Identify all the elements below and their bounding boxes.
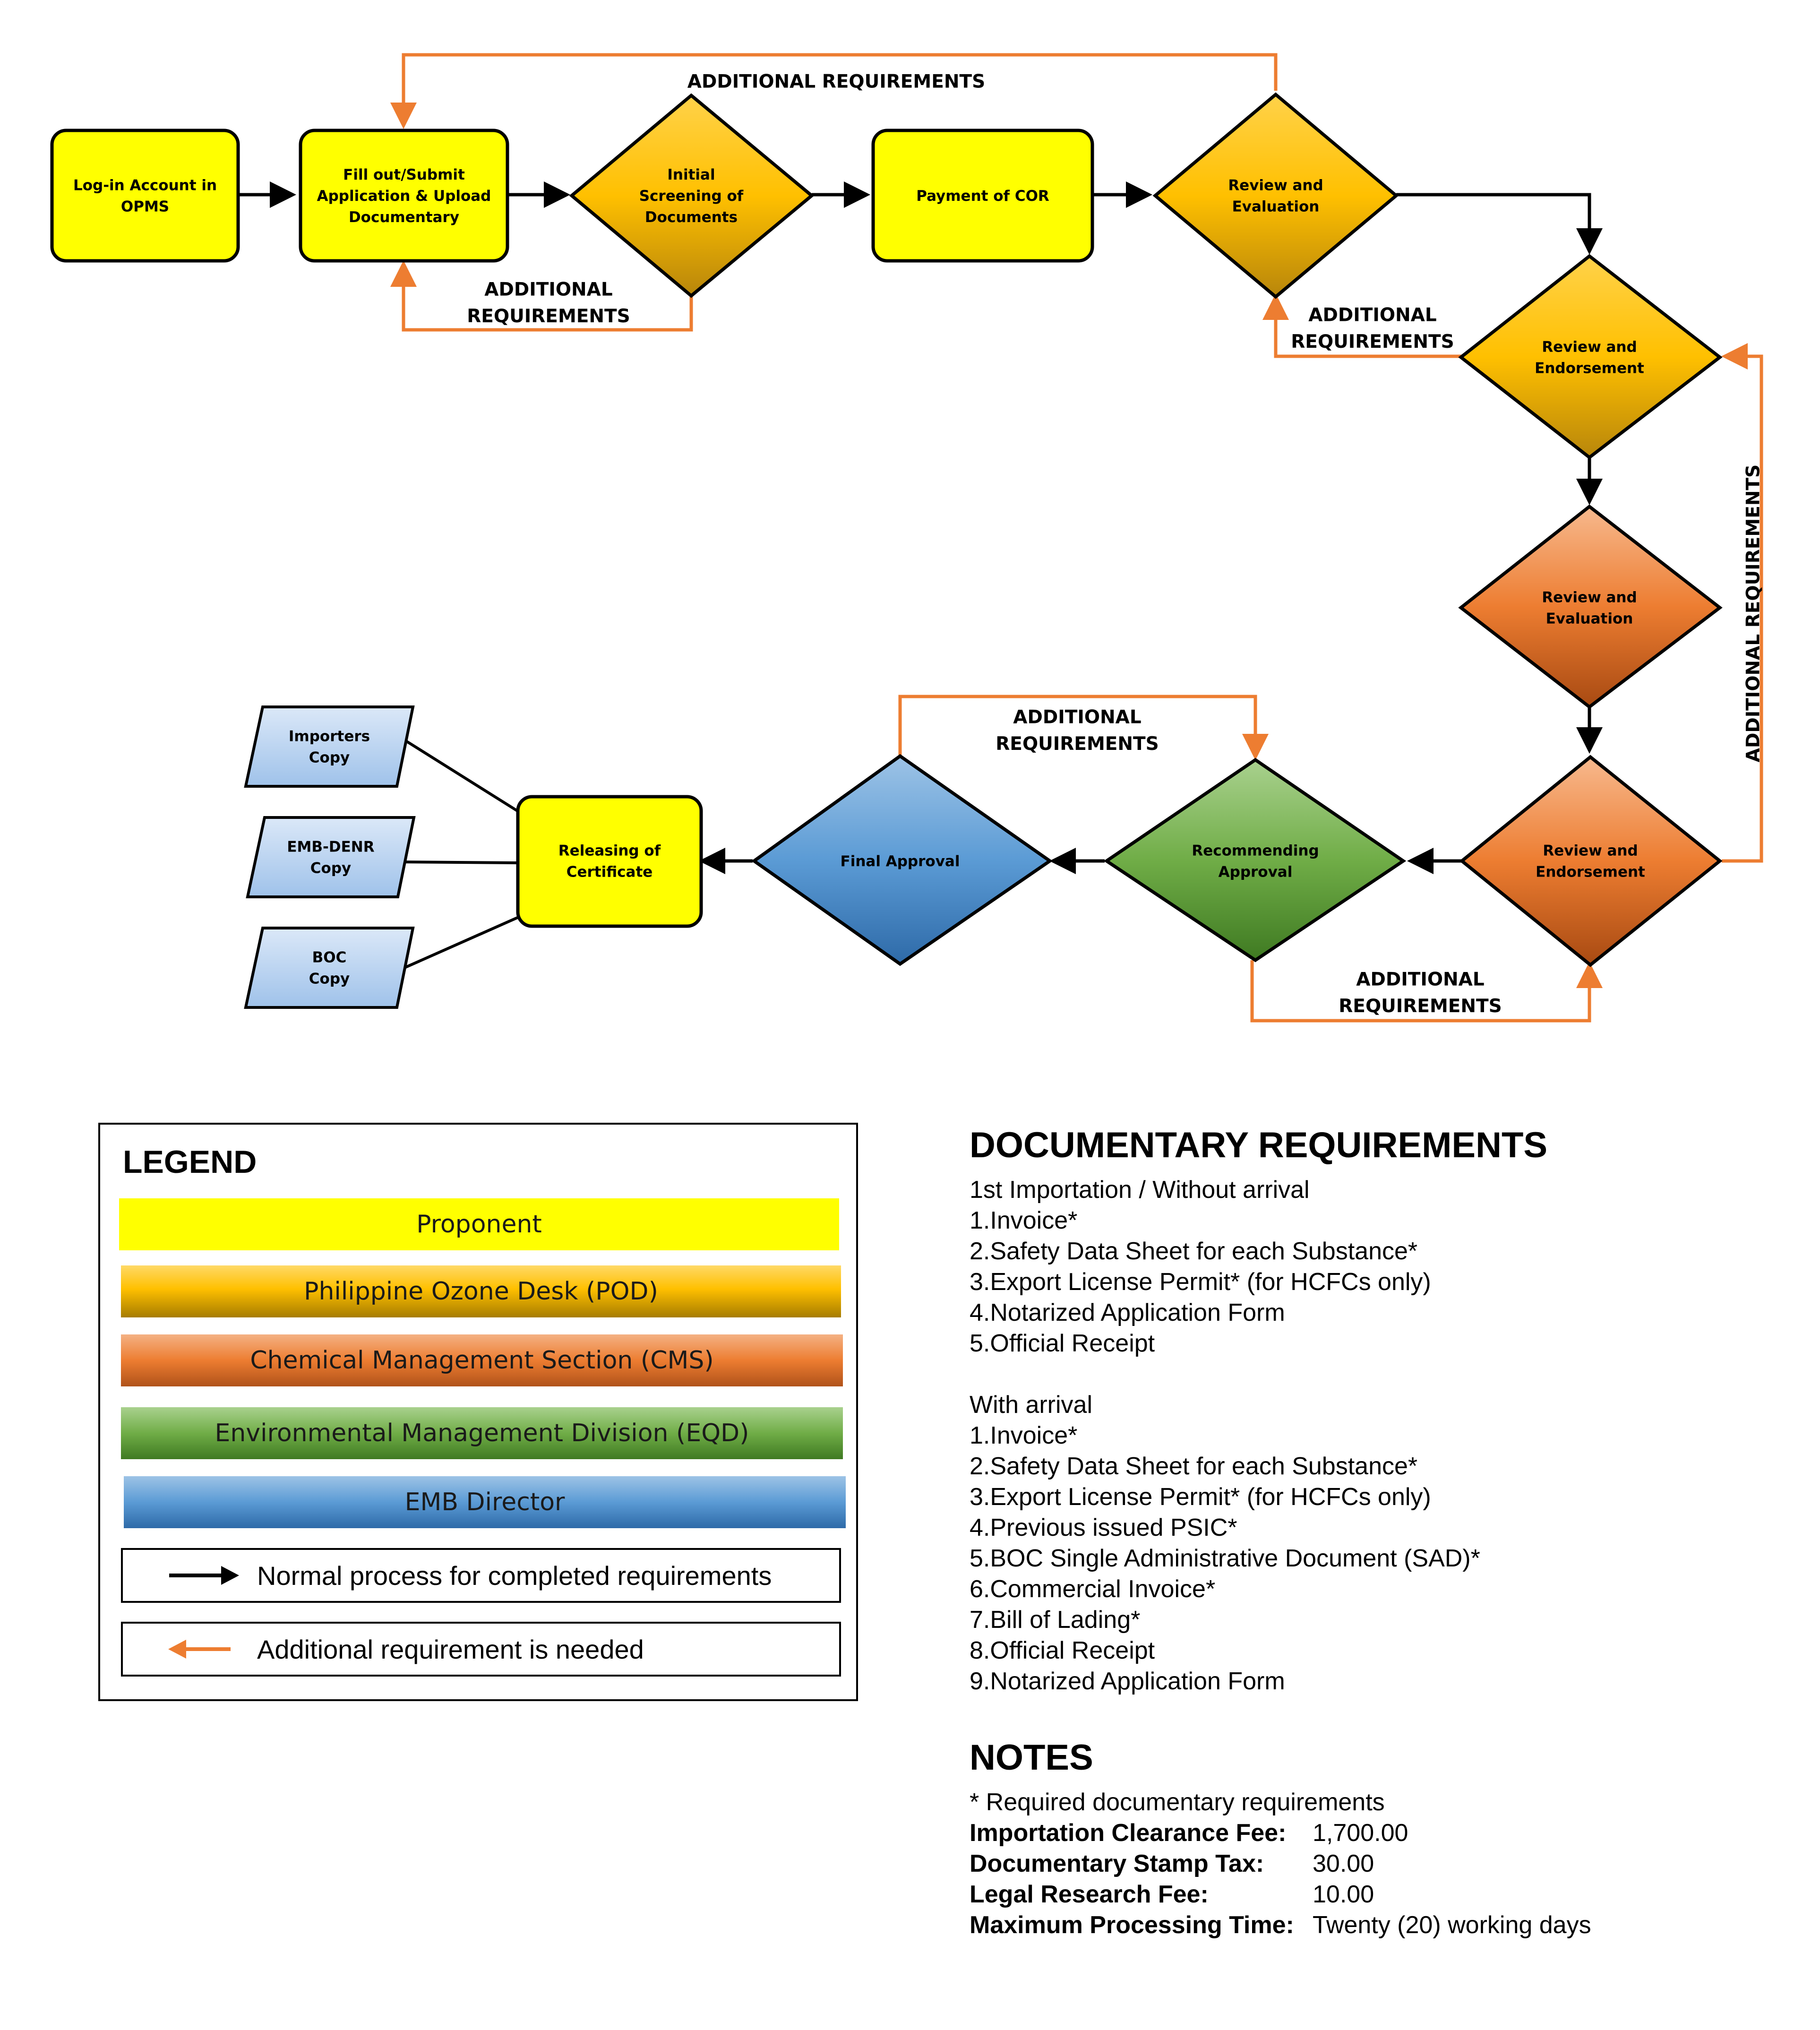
fee-value: Twenty (20) working days xyxy=(1313,1911,1591,1939)
legend-cms: Chemical Management Section (CMS) xyxy=(121,1334,843,1386)
fee-row: Importation Clearance Fee: 1,700.00 xyxy=(970,1818,1801,1849)
orange-arrow-icon xyxy=(168,1640,231,1659)
legend-normal-process: Normal process for completed requirement… xyxy=(121,1548,841,1603)
fee-label: Legal Research Fee: xyxy=(970,1881,1209,1908)
list-item: 3.Export License Permit* (for HCFCs only… xyxy=(970,1268,1431,1296)
node-final-approval: Final Approval xyxy=(751,754,1053,966)
legend-eqd: Environmental Management Division (EQD) xyxy=(121,1407,843,1459)
list-item: 4.Previous issued PSIC* xyxy=(970,1514,1237,1541)
fee-value: 10.00 xyxy=(1313,1881,1374,1908)
additional-requirements-label-top: ADDITIONAL REQUIREMENTS xyxy=(687,71,985,93)
notes-title: NOTES xyxy=(970,1738,1093,1778)
black-arrow-icon xyxy=(169,1566,239,1585)
legend-eqd-label: Environmental Management Division (EQD) xyxy=(215,1419,749,1447)
fee-value: 30.00 xyxy=(1313,1850,1374,1877)
legend-additional-needed: Additional requirement is needed xyxy=(121,1622,841,1677)
normal-flow-arrows xyxy=(239,181,1603,874)
legend-box: LEGEND Proponent Philippine Ozone Desk (… xyxy=(98,1123,858,1701)
list-item: 2.Safety Data Sheet for each Substance* xyxy=(970,1453,1418,1480)
list-item: 5.Official Receipt xyxy=(970,1330,1155,1357)
legend-title: LEGEND xyxy=(123,1144,257,1180)
list-item: 7.Bill of Lading* xyxy=(970,1606,1141,1634)
legend-proponent-label: Proponent xyxy=(416,1210,542,1239)
fee-label: Importation Clearance Fee: xyxy=(970,1819,1287,1847)
legend-additional-needed-label: Additional requirement is needed xyxy=(257,1634,644,1664)
fee-row: Documentary Stamp Tax: 30.00 xyxy=(970,1849,1801,1879)
list-item: 1.Invoice* xyxy=(970,1207,1078,1234)
list-item: 6.Commercial Invoice* xyxy=(970,1575,1216,1603)
documentary-requirements: DOCUMENTARY REQUIREMENTS 1st Importation… xyxy=(970,1123,1801,1697)
copy-connectors xyxy=(397,739,518,969)
documentary-title: DOCUMENTARY REQUIREMENTS xyxy=(970,1125,1548,1165)
additional-requirements-label-vertical: ADDITIONAL REQUIREMENTS xyxy=(1743,464,1764,762)
legend-pod: Philippine Ozone Desk (POD) xyxy=(121,1265,841,1317)
list-item: 4.Notarized Application Form xyxy=(970,1299,1285,1326)
node-final-approval-label: Final Approval xyxy=(841,853,960,870)
legend-emb-director-label: EMB Director xyxy=(404,1488,565,1516)
legend-normal-process-label: Normal process for completed requirement… xyxy=(257,1560,772,1591)
node-payment-label: Payment of COR xyxy=(916,188,1049,205)
with-arrival-heading: With arrival xyxy=(970,1391,1093,1419)
legend-proponent: Proponent xyxy=(119,1198,839,1250)
list-item: 9.Notarized Application Form xyxy=(970,1668,1285,1695)
list-item: 5.BOC Single Administrative Document (SA… xyxy=(970,1545,1480,1572)
notes-section: NOTES * Required documentary requirement… xyxy=(970,1735,1801,1941)
node-payment: Payment of COR xyxy=(871,129,1094,263)
list-item: 1.Invoice* xyxy=(970,1422,1078,1449)
fee-value: 1,700.00 xyxy=(1313,1819,1408,1847)
fee-row: Maximum Processing Time: Twenty (20) wor… xyxy=(970,1910,1801,1941)
legend-emb-director: EMB Director xyxy=(124,1476,846,1528)
fee-label: Maximum Processing Time: xyxy=(970,1911,1294,1939)
asterisk-note: * Required documentary requirements xyxy=(970,1789,1385,1816)
additional-requirement-arrows xyxy=(390,53,1763,1023)
legend-pod-label: Philippine Ozone Desk (POD) xyxy=(304,1277,658,1306)
list-item: 3.Export License Permit* (for HCFCs only… xyxy=(970,1483,1431,1511)
list-item: 2.Safety Data Sheet for each Substance* xyxy=(970,1238,1418,1265)
fee-row: Legal Research Fee: 10.00 xyxy=(970,1879,1801,1910)
fee-label: Documentary Stamp Tax: xyxy=(970,1850,1264,1877)
first-importation-heading: 1st Importation / Without arrival xyxy=(970,1176,1310,1204)
legend-cms-label: Chemical Management Section (CMS) xyxy=(250,1346,714,1375)
list-item: 8.Official Receipt xyxy=(970,1637,1155,1664)
